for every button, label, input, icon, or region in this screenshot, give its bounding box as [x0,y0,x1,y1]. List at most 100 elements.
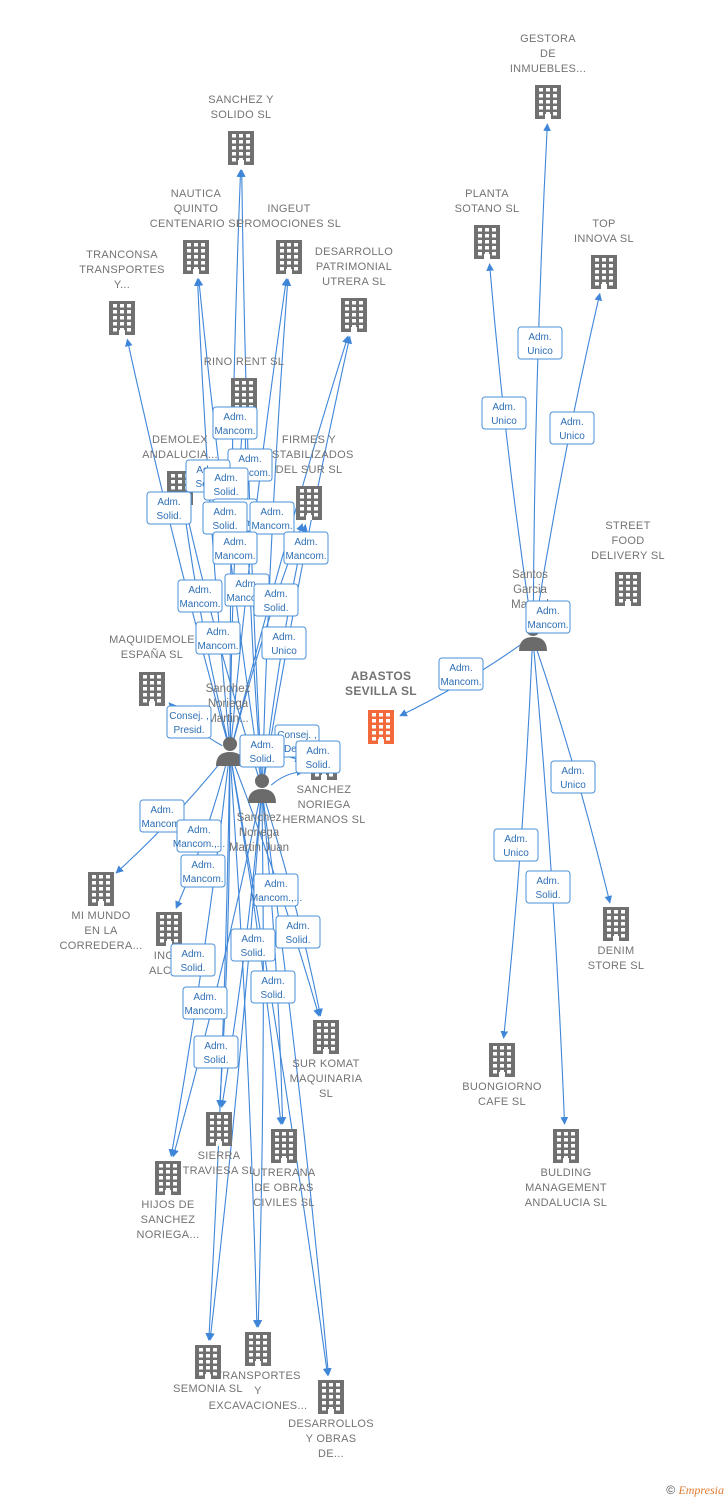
person-icon[interactable] [248,774,276,803]
building-icon[interactable] [139,672,165,706]
role-label[interactable]: Adm.Unico [261,626,307,660]
footer-brand[interactable]: © Empresia [666,1483,724,1498]
person-label: Santos [512,569,548,581]
building-icon[interactable] [341,298,367,332]
role-label[interactable]: Adm.Unico [550,760,596,794]
role-text: Adm. [449,663,472,674]
role-label[interactable]: Adm.Mancom. [180,854,226,888]
role-label[interactable]: Adm.Unico [481,396,527,430]
role-label[interactable]: Adm.Solid. [275,915,321,949]
building-icon[interactable] [88,872,114,906]
company-label: CAFE SL [478,1096,526,1108]
building-icon[interactable] [615,572,641,606]
role-label[interactable]: Adm.Unico [517,326,563,360]
building-icon[interactable] [489,1043,515,1077]
company-label: NORIEGA... [137,1229,200,1241]
role-label[interactable]: Adm.Solid. [202,501,248,535]
role-text: Adm. [181,949,204,960]
role-label[interactable]: Adm.Solid. [203,467,249,501]
role-label[interactable]: Adm.Solid. [253,583,299,617]
role-text: Unico [491,416,517,427]
company-label: FOOD [612,535,645,547]
building-icon[interactable] [535,85,561,119]
building-icon[interactable] [474,225,500,259]
building-icon[interactable] [603,907,629,941]
role-label[interactable]: Adm.Solid. [295,740,341,774]
company-node[interactable]: TRANSPORTESYEXCAVACIONES... [209,1332,308,1412]
role-label[interactable]: Adm.Mancom. [195,621,241,655]
role-label[interactable]: Adm.Mancom.,... [250,873,302,907]
role-label[interactable]: Adm.Mancom. [249,501,295,535]
building-icon[interactable] [591,255,617,289]
company-node[interactable]: RINO RENT SL [204,356,284,412]
building-icon[interactable] [155,1161,181,1195]
role-label[interactable]: Adm.Solid. [230,928,276,962]
role-label[interactable]: Adm.Unico [549,411,595,445]
building-icon[interactable] [183,240,209,274]
building-icon[interactable] [195,1345,221,1379]
role-label[interactable]: Adm.Solid. [525,870,571,904]
company-label: DESARROLLOS [288,1418,374,1430]
building-icon[interactable] [318,1380,344,1414]
building-icon[interactable] [271,1129,297,1163]
company-node[interactable]: HIJOS DESANCHEZNORIEGA... [137,1161,200,1241]
role-label[interactable]: Adm.Solid. [146,491,192,525]
role-label[interactable]: Adm.Solid. [170,943,216,977]
role-label[interactable]: Adm.Solid. [250,970,296,1004]
person-node[interactable]: SanchezNoriegaMartin... [206,683,251,766]
building-icon[interactable] [276,240,302,274]
role-label[interactable]: Adm.Unico [493,828,539,862]
role-label[interactable]: Adm.Mancom. [182,986,228,1020]
role-label[interactable]: Adm.Mancom. [212,406,258,440]
role-label[interactable]: Adm.Solid. [239,734,285,768]
company-node[interactable]: TRANCONSATRANSPORTESY... [79,249,165,335]
person-label: Martin Juan [229,842,289,854]
role-label[interactable]: Adm.Solid. [193,1035,239,1069]
person-icon[interactable] [216,737,244,766]
building-icon[interactable] [368,710,394,744]
role-label[interactable]: Adm.Mancom. [525,600,571,634]
building-icon[interactable] [296,486,322,520]
role-label[interactable]: Adm.Mancom. [177,579,223,613]
role-label[interactable]: Adm.Mancom. [438,657,484,691]
building-icon[interactable] [245,1332,271,1366]
building-icon[interactable] [109,301,135,335]
role-label[interactable]: Adm.Mancom. [283,531,329,565]
person-label: Sanchez [206,683,251,695]
company-node[interactable]: SEMONIA SL [173,1345,243,1395]
role-box [177,579,223,613]
building-icon[interactable] [231,378,257,412]
role-label[interactable]: Consej. ,Presid. [166,705,212,739]
company-label: HIJOS DE [141,1199,194,1211]
building-icon[interactable] [313,1020,339,1054]
role-text: Adm. [536,606,559,617]
building-icon[interactable] [156,912,182,946]
company-node[interactable]: GESTORADEINMUEBLES... [510,33,586,119]
role-label[interactable]: Adm.Mancom. [212,531,258,565]
role-label[interactable]: Adm.Mancom.,... [173,819,225,853]
role-label[interactable]: Adm.Mancom. [139,799,185,833]
building-icon[interactable] [206,1112,232,1146]
building-icon[interactable] [553,1129,579,1163]
building-icon[interactable] [228,131,254,165]
company-label: DE [540,48,556,60]
